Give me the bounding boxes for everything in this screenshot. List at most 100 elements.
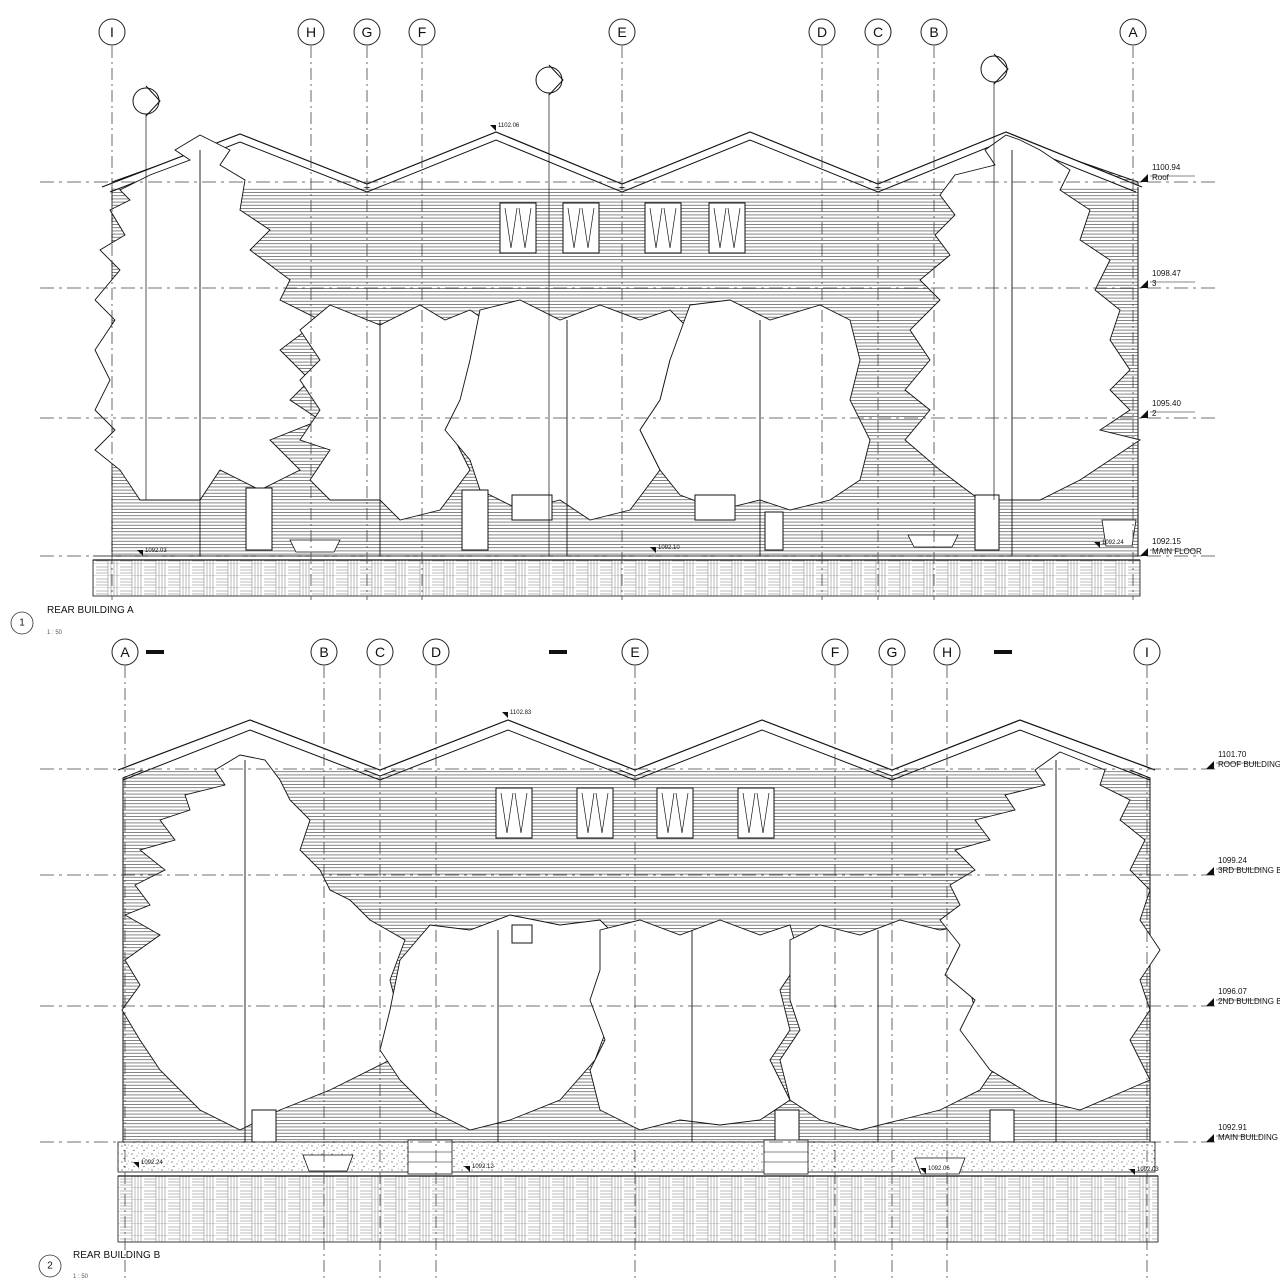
grid-bubble-F [408, 18, 436, 46]
building-a-roof-inner [109, 139, 1137, 193]
view-title-2: 2 REAR BUILDING B 1 : 50 [38, 1250, 161, 1280]
level-marker-icon [1206, 867, 1214, 875]
grid-label-H: H [306, 24, 316, 40]
grid-label-E: E [630, 644, 639, 660]
building-b-tree-centre-left [379, 914, 621, 1131]
level-marker-icon [1140, 280, 1148, 288]
building-b-site-fixtures [302, 1139, 966, 1175]
spot-elevation-value: 1092.24 [141, 1160, 163, 1166]
level-marker-icon [1206, 1134, 1214, 1142]
building-a-tree-right [904, 134, 1142, 501]
grid-label-I: I [110, 24, 114, 40]
spot-elevation-value: 1092.12 [472, 1164, 494, 1170]
level-marker-icon [1206, 998, 1214, 1006]
level-marker-icon [1140, 548, 1148, 556]
grid-bubble-A [111, 638, 139, 666]
grid-bubble-I [1133, 638, 1161, 666]
building-b-tree-left [121, 754, 406, 1131]
level-marker-icon [1206, 761, 1214, 769]
spot-elevation-icon [920, 1168, 926, 1174]
grid-bubble-I [98, 18, 126, 46]
grid-bubble-E [621, 638, 649, 666]
level-name: MAIN BUILDING B [1218, 1133, 1280, 1142]
grid-label-G: G [362, 24, 373, 40]
spot-elevation-value: 1102.83 [510, 710, 532, 716]
spot-elevation-value: 1092.10 [658, 545, 680, 551]
grid-label-B: B [319, 644, 328, 660]
level-name: MAIN FLOOR [1152, 547, 1202, 556]
building-a-tree-centre-left [299, 304, 501, 521]
grid-label-F: F [418, 24, 427, 40]
view-title-1: 1 REAR BUILDING A 1 : 50 [10, 605, 134, 636]
grid-label-C: C [873, 24, 883, 40]
building-b-lower-openings [251, 924, 1015, 1143]
spot-elevation-icon [464, 1166, 470, 1172]
building-b-upper-windows [495, 787, 775, 839]
view-title: REAR BUILDING A [47, 605, 134, 616]
level-name: 3RD BUILDING B [1218, 866, 1280, 875]
view-number: 1 [19, 618, 25, 629]
grid-bubble-G [878, 638, 906, 666]
spot-elevation-value: 1092.06 [928, 1166, 950, 1172]
building-a-site-fixtures [289, 519, 1137, 553]
view-scale: 1 : 50 [47, 630, 63, 636]
grid-bubble-C [366, 638, 394, 666]
spot-elevation-value: 1092.24 [1102, 540, 1124, 546]
level-elevation: 1099.24 [1218, 856, 1247, 865]
grid-bubble-A [1119, 18, 1147, 46]
level-elevation: 1096.07 [1218, 987, 1247, 996]
building-a-section-markers [132, 53, 1012, 654]
grid-label-D: D [431, 644, 441, 660]
grid-label-G: G [887, 644, 898, 660]
level-name: 3 [1152, 279, 1157, 288]
grid-bubble-D [422, 638, 450, 666]
grid-label-A: A [120, 644, 130, 660]
grid-bubble-G [353, 18, 381, 46]
grid-label-A: A [1128, 24, 1138, 40]
spot-elevation-icon [1094, 542, 1100, 548]
building-a-tree-centre-right [639, 299, 871, 511]
grid-label-E: E [617, 24, 626, 40]
view-number: 2 [47, 1261, 53, 1272]
building-a-upper-windows [499, 202, 746, 254]
level-elevation: 1098.47 [1152, 269, 1181, 278]
level-elevation: 1092.91 [1218, 1123, 1247, 1132]
spot-elevation-icon [490, 125, 496, 131]
grid-label-F: F [831, 644, 840, 660]
building-b-tree-right [939, 751, 1161, 1111]
spot-elevation-icon [1129, 1169, 1135, 1175]
spot-elevation-icon [502, 712, 508, 718]
grid-label-C: C [375, 644, 385, 660]
level-elevation: 1095.40 [1152, 399, 1181, 408]
grid-label-H: H [942, 644, 952, 660]
grid-label-B: B [929, 24, 938, 40]
level-elevation: 1101.70 [1218, 750, 1247, 759]
grid-bubble-B [920, 18, 948, 46]
level-name: 2 [1152, 409, 1157, 418]
building-b-roof [117, 719, 1156, 771]
building-a-lower-openings [245, 487, 1000, 551]
grid-bubble-H [933, 638, 961, 666]
spot-elevation-value: 1092.03 [145, 548, 167, 554]
level-elevation: 1100.94 [1152, 163, 1181, 172]
grid-bubble-D [808, 18, 836, 46]
level-marker-icon [1140, 410, 1148, 418]
building-a-ground [92, 559, 1141, 597]
level-marker-icon [1140, 174, 1148, 182]
grid-bubble-E [608, 18, 636, 46]
spot-elevation-icon [137, 550, 143, 556]
view-scale: 1 : 50 [73, 1274, 89, 1280]
view-title: REAR BUILDING B [73, 1250, 161, 1261]
level-name: ROOF BUILDING B [1218, 760, 1280, 769]
grid-bubble-H [297, 18, 325, 46]
level-elevation: 1092.15 [1152, 537, 1181, 546]
grid-bubble-F [821, 638, 849, 666]
